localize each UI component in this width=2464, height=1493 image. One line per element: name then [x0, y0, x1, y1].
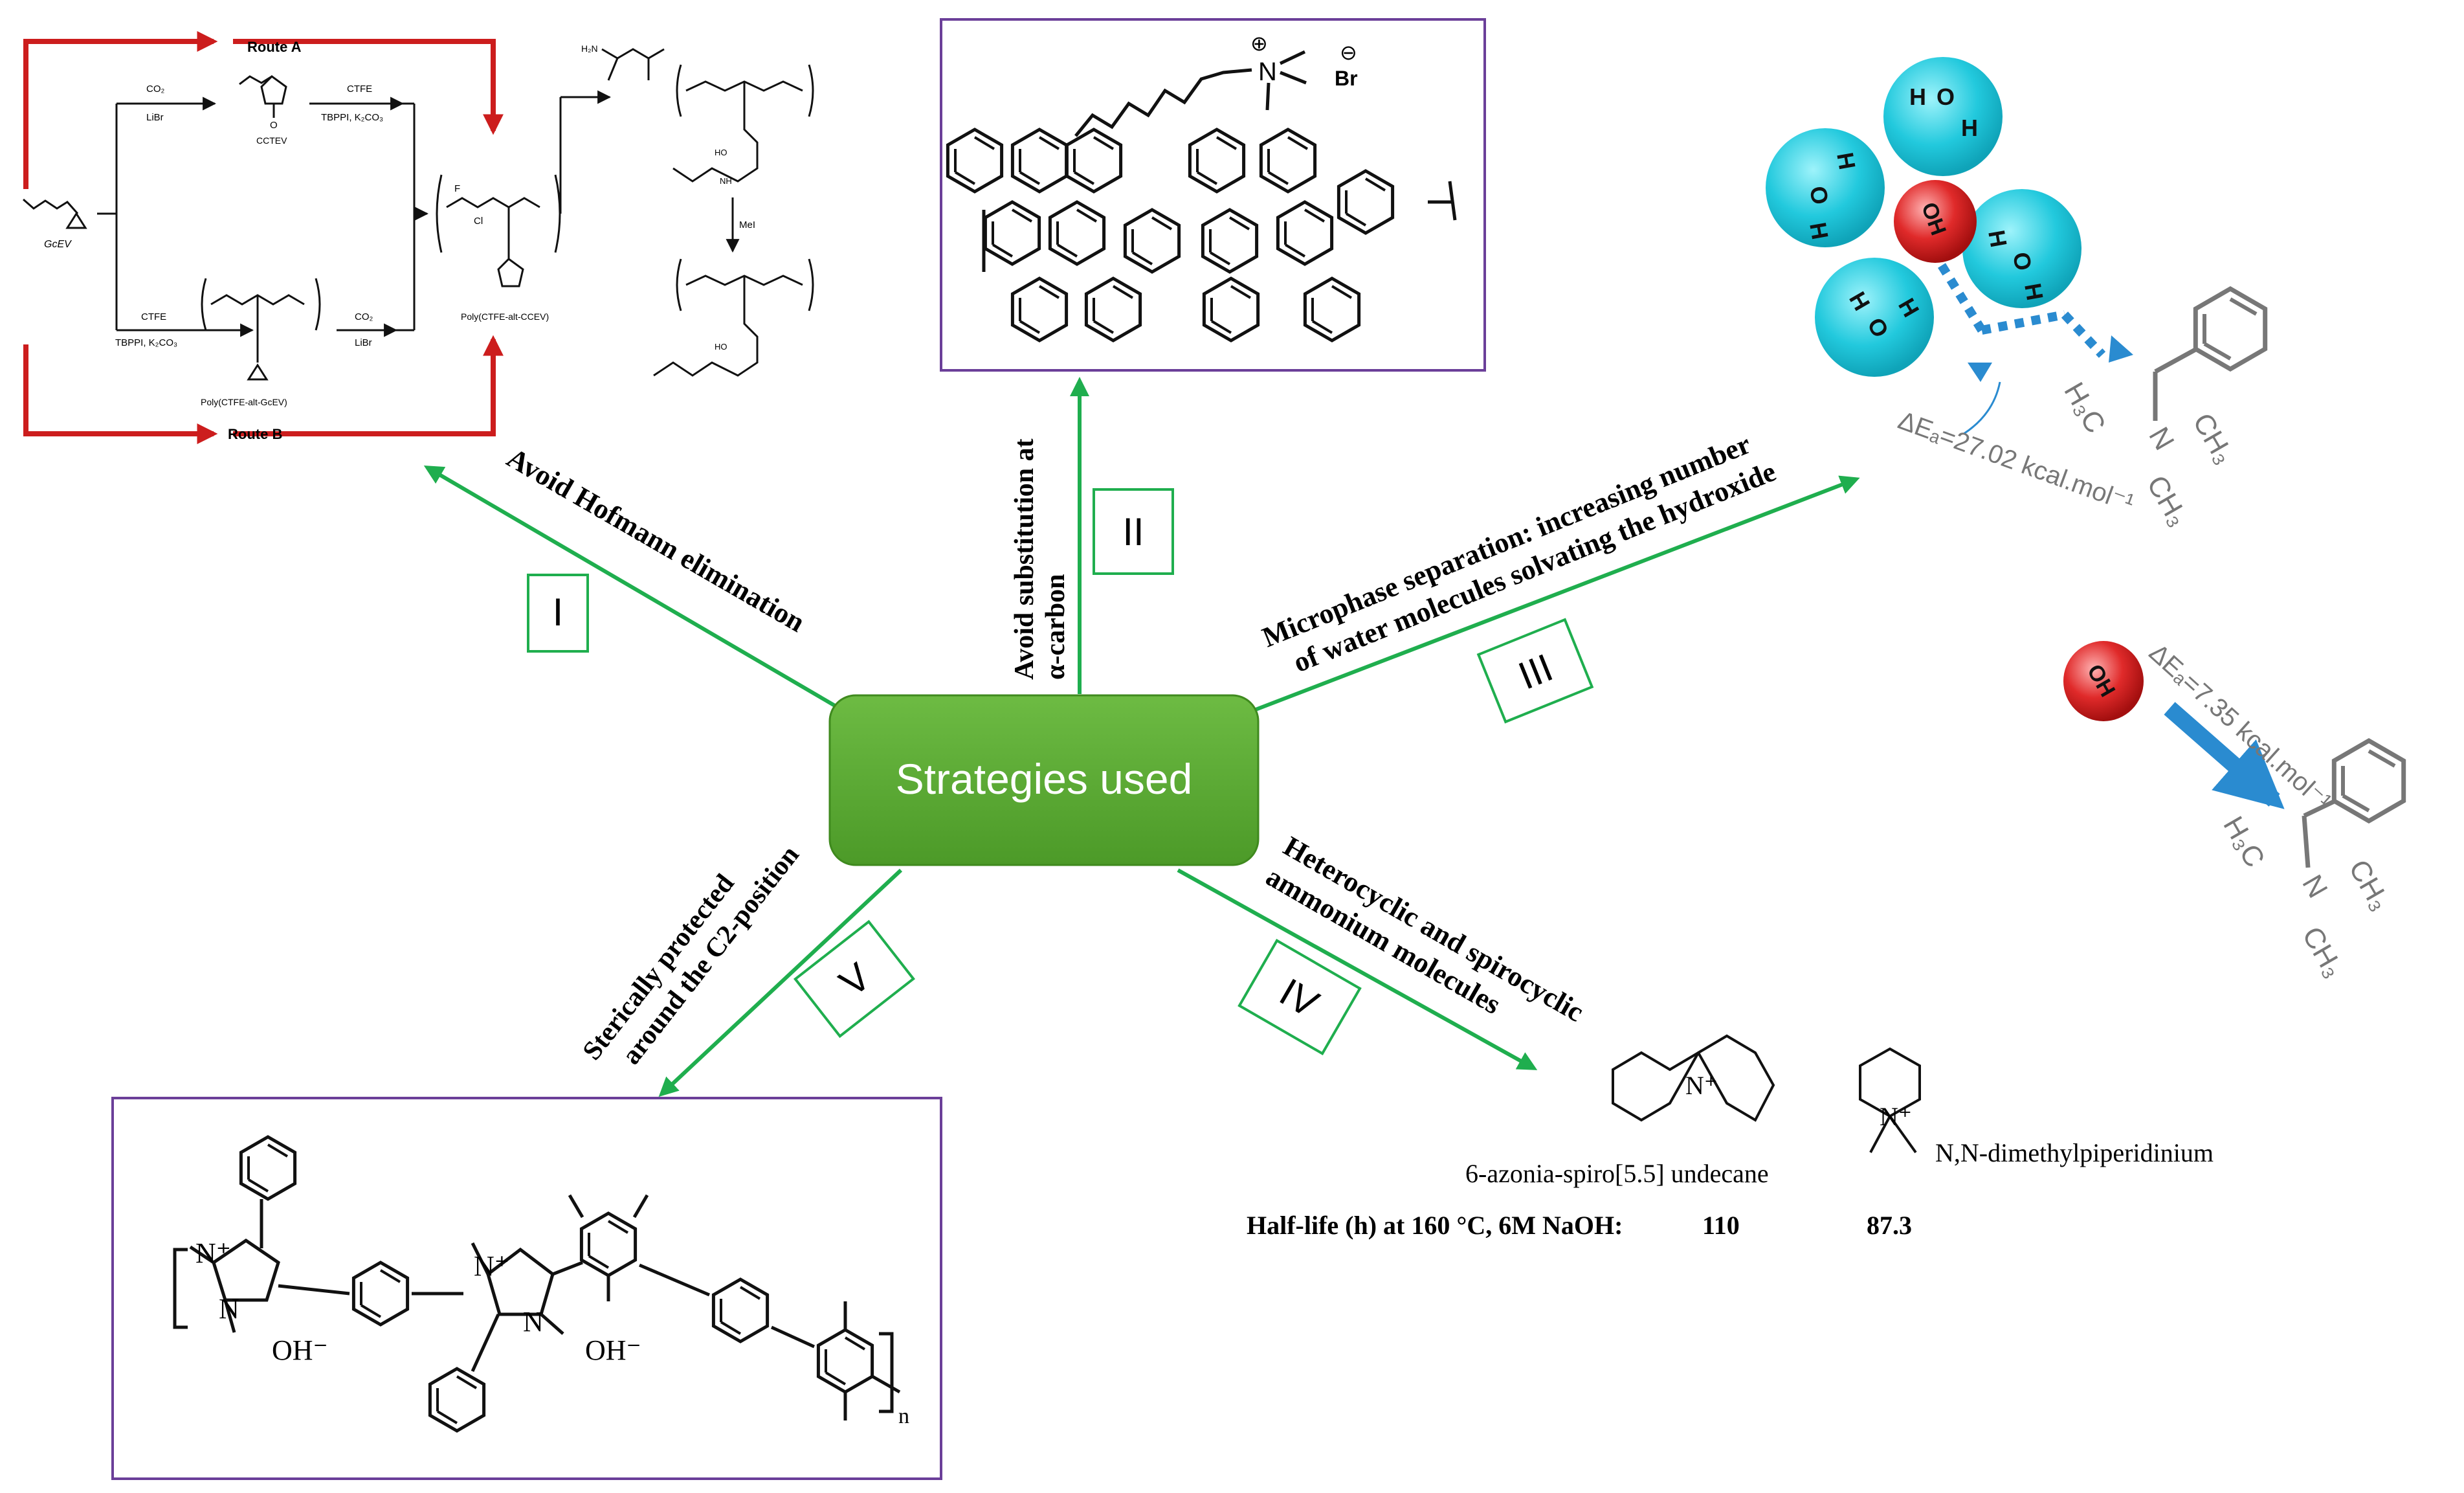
svg-text:CH₃: CH₃: [2186, 408, 2240, 469]
svg-text:N: N: [2296, 870, 2333, 903]
hydroxide-ion: [1894, 180, 1977, 263]
scheme-iii-solvation: H O H H O H H O H H O H OH H₃C: [1766, 57, 2404, 983]
svg-text:TBPPI, K₂CO₃: TBPPI, K₂CO₃: [321, 112, 383, 123]
route-b-label: Route B: [228, 426, 282, 442]
svg-text:H: H: [1961, 115, 1978, 141]
numeral-box-i: [527, 574, 589, 653]
aminated-polymer: [672, 64, 814, 183]
cctev-label: CCTEV: [256, 135, 287, 146]
water-molecule: [1766, 128, 1885, 247]
svg-text:N: N: [219, 1293, 239, 1325]
svg-text:O: O: [1937, 84, 1955, 110]
svg-text:N: N: [1258, 58, 1277, 86]
svg-text:TBPPI, K₂CO₃: TBPPI, K₂CO₃: [115, 337, 177, 348]
svg-text:⊕: ⊕: [1250, 32, 1268, 55]
dmp-cation: [1859, 1047, 1921, 1154]
svg-text:LiBr: LiBr: [355, 337, 372, 348]
hub-strategies-used: Strategies used: [828, 694, 1260, 866]
branch-ii-description-line1: Avoid substitution at: [1010, 438, 1039, 680]
svg-text:⊖: ⊖: [1340, 41, 1357, 64]
svg-text:Br: Br: [1335, 67, 1358, 90]
svg-text:N: N: [523, 1306, 544, 1338]
svg-text:CH₃: CH₃: [2342, 855, 2396, 916]
svg-text:N⁺: N⁺: [1685, 1071, 1718, 1100]
branch-iv: Heterocyclic and spirocyclic ammonium mo…: [1238, 830, 1589, 1055]
amine-reagent: [601, 48, 665, 81]
numeral-box-v: [793, 919, 916, 1038]
water-molecule: [1883, 57, 2003, 176]
water-molecule: [1962, 189, 2081, 308]
scheme-i-synthesis: Route A Route B CO₂ LiBr CTFE TBPPI, K₂C…: [23, 31, 814, 444]
svg-text:CH₃: CH₃: [2296, 921, 2349, 983]
spiro-cation: [1612, 1034, 1775, 1122]
spiro-name: 6-azonia-spiro[5.5] undecane: [1465, 1159, 1769, 1188]
dmp-name: N,N-dimethylpiperidinium: [1935, 1138, 2214, 1167]
connector-arrows: [423, 377, 1860, 1097]
poly-cctev-label: Poly(CTFE-alt-CCEV): [461, 311, 549, 322]
water-cluster: [1766, 57, 2081, 377]
numeral-box-iv: [1238, 939, 1362, 1055]
cctev-monomer: [239, 75, 287, 118]
scheme-ii-polyphenylene: ⊕ N ⊖ Br: [940, 18, 1486, 372]
branch-ii: Avoid substitution at α-carbon II: [1010, 438, 1174, 680]
svg-text:MeI: MeI: [739, 219, 755, 230]
svg-text:LiBr: LiBr: [146, 112, 164, 123]
route-arrows: [23, 31, 504, 444]
svg-text:H₂N: H₂N: [581, 43, 598, 54]
svg-text:N⁺: N⁺: [195, 1237, 231, 1269]
svg-text:HO: HO: [715, 148, 727, 157]
svg-text:N⁺: N⁺: [474, 1250, 509, 1282]
numeral-box-iii: [1476, 618, 1594, 724]
svg-text:H₃C: H₃C: [2058, 377, 2111, 438]
svg-text:Cl: Cl: [474, 216, 483, 227]
svg-text:CO₂: CO₂: [146, 84, 165, 95]
svg-text:HO: HO: [715, 342, 727, 352]
svg-text:H: H: [1909, 84, 1926, 110]
branch-v-description-line2: around the C2-position: [616, 840, 805, 1070]
hub-label: Strategies used: [896, 755, 1193, 803]
svg-text:n: n: [898, 1404, 909, 1428]
branch-iii-description-line1: Microphase separation: increasing number: [1258, 428, 1755, 653]
svg-text:O: O: [270, 120, 278, 131]
halflife-dmp: 87.3: [1867, 1211, 1912, 1240]
scheme-iv-cations: N⁺ N⁺ 6-azonia-spiro[5.5] undecane N,N-d…: [1247, 1034, 2214, 1240]
halflife-spiro: 110: [1702, 1211, 1740, 1240]
counterion-right: OH⁻: [585, 1334, 641, 1366]
poly-cctev: [436, 174, 561, 287]
svg-text:H₃C: H₃C: [2217, 811, 2270, 873]
svg-text:N: N: [2142, 421, 2180, 455]
counterion-left: OH⁻: [272, 1334, 328, 1366]
arrow-to-scheme-i: [423, 465, 836, 708]
branch-ii-description-line2: α-carbon: [1041, 574, 1071, 680]
gcev-label: GcEV: [44, 239, 72, 250]
gcev-monomer: [23, 198, 87, 229]
svg-text:CTFE: CTFE: [347, 84, 372, 95]
svg-text:NH: NH: [720, 176, 732, 186]
numeral-ii: II: [1122, 510, 1144, 554]
scheme-v-frame: [111, 1097, 942, 1480]
svg-text:CH₃: CH₃: [2140, 470, 2194, 532]
barrier-bare: ΔEₐ=7.35 kcal.mol⁻¹: [2144, 638, 2336, 816]
poly-gcev: [201, 278, 321, 381]
branch-i: Avoid Hofmann elimination I: [502, 442, 810, 653]
arrow-to-scheme-iii: [1254, 475, 1860, 712]
water-molecule: [1815, 258, 1934, 377]
svg-text:CO₂: CO₂: [355, 311, 373, 322]
svg-text:F: F: [454, 183, 460, 194]
svg-text:N⁺: N⁺: [1880, 1102, 1912, 1131]
alkyl-spacer: [1074, 68, 1252, 137]
svg-text:CTFE: CTFE: [141, 311, 166, 322]
halflife-label: Half-life (h) at 160 °C, 6M NaOH:: [1247, 1211, 1623, 1240]
route-a-label: Route A: [247, 39, 302, 55]
arrow-to-scheme-iv: [1177, 868, 1538, 1070]
poly-gcev-label: Poly(CTFE-alt-GcEV): [201, 397, 287, 407]
quaternized-polymer: [653, 258, 814, 377]
hydroxide-ion-bare: [2063, 641, 2144, 721]
scheme-v-imidazolium: N⁺ N N⁺ N OH⁻ OH⁻ n: [111, 1097, 942, 1480]
blue-attack-arrow: [2164, 702, 2285, 809]
numeral-i: I: [553, 590, 564, 634]
numeral-box-ii: [1093, 488, 1174, 575]
arrow-to-scheme-v: [658, 868, 903, 1097]
